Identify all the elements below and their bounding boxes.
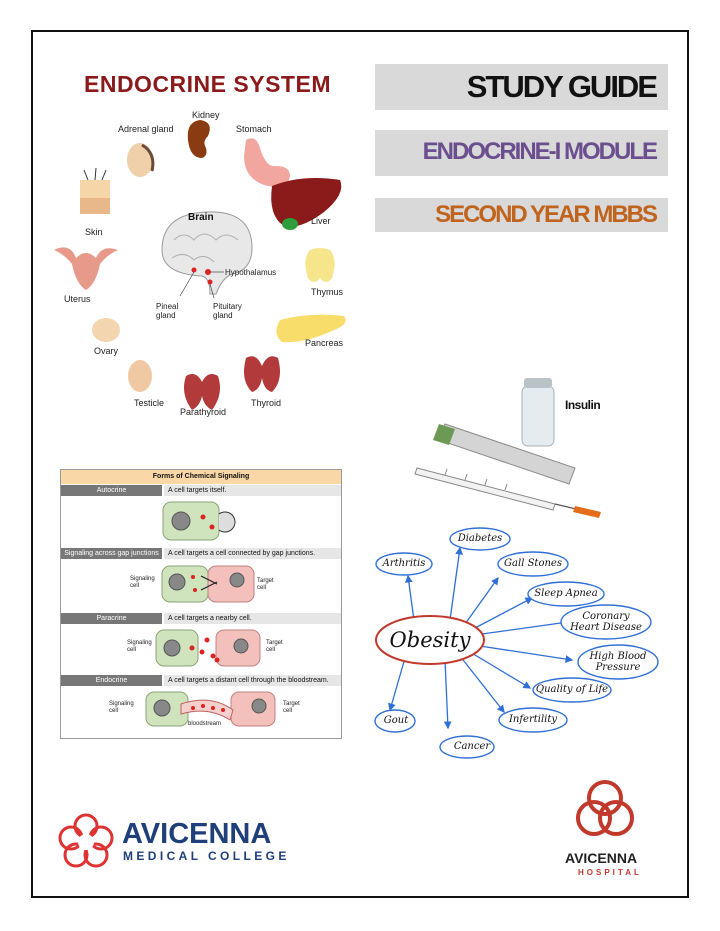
organ-label-ovary: Ovary: [94, 346, 119, 356]
bloodstream-label: bloodstream: [188, 721, 222, 727]
mindmap-item-sleep-apnea: Sleep Apnea: [534, 588, 598, 599]
signaling-cells-illustration: [145, 501, 276, 727]
chemical-signaling-table: Forms of Chemical Signaling Autocrine A …: [60, 469, 342, 739]
target-cell-label: Target cell: [257, 578, 274, 591]
avicenna-hospital-logo-icon: [576, 780, 634, 836]
organ-label-pancreas: Pancreas: [305, 338, 344, 348]
signaling-type: Signaling across gap junctions: [61, 548, 162, 559]
organ-label-testicle: Testicle: [134, 398, 165, 408]
pituitary-gland-label: Pituitary gland: [213, 302, 242, 320]
hospital-subtitle: HOSPITAL: [578, 868, 642, 877]
mindmap-item-gall-stones: Gall Stones: [504, 558, 562, 569]
mindmap-item-arthritis: Arthritis: [382, 558, 426, 569]
organ-label-adrenal: Adrenal gland: [118, 124, 174, 134]
signaling-type: Endocrine: [61, 675, 162, 686]
organ-label-stomach: Stomach: [236, 124, 272, 134]
hospital-name: AVICENNA: [565, 850, 638, 866]
endocrine-organs-illustration: [54, 120, 346, 410]
mindmap-item-cancer: Cancer: [453, 741, 491, 752]
mindmap-item-gout: Gout: [383, 715, 409, 726]
signaling-desc: A cell targets a cell connected by gap j…: [164, 548, 341, 559]
mindmap-item-high-blood-pressure: High Blood Pressure: [589, 651, 647, 673]
signaling-type: Autocrine: [61, 485, 162, 496]
target-cell-label: Target cell: [266, 640, 283, 653]
signaling-row: Endocrine A cell targets a distant cell …: [61, 675, 341, 686]
insulin-label: Insulin: [565, 398, 601, 412]
signaling-desc: A cell targets itself.: [164, 485, 341, 496]
target-cell-label: Target cell: [283, 701, 300, 714]
mindmap-item-diabetes: Diabetes: [457, 533, 503, 544]
organ-label-parathyroid: Parathyroid: [180, 407, 227, 417]
organ-label-kidney: Kidney: [192, 110, 220, 120]
signaling-cell-label: Signaling cell: [109, 701, 134, 714]
mindmap-item-quality-of-life: Quality of Life: [535, 684, 609, 695]
avicenna-college-logo-icon: [58, 813, 114, 868]
organ-label-liver: Liver: [311, 216, 331, 226]
mindmap-item-infertility: Infertility: [508, 714, 558, 725]
organ-label-thymus: Thymus: [311, 287, 344, 297]
mindmap-item-coronary-heart-disease: Coronary Heart Disease: [570, 611, 642, 633]
signaling-desc: A cell targets a distant cell through th…: [164, 675, 341, 686]
year-title: SECOND YEAR MBBS: [375, 198, 668, 232]
signaling-cell-label: Signaling cell: [130, 576, 155, 589]
insulin-pen-illustration: [414, 378, 601, 518]
brain-label: Brain: [188, 212, 214, 223]
study-guide-title: STUDY GUIDE: [375, 64, 668, 110]
organ-label-skin: Skin: [85, 227, 103, 237]
module-title: ENDOCRINE-I MODULE: [375, 130, 668, 176]
signaling-table-title: Forms of Chemical Signaling: [61, 470, 341, 484]
organ-label-uterus: Uterus: [64, 294, 91, 304]
signaling-row: Paracrine A cell targets a nearby cell.: [61, 613, 341, 624]
endocrine-system-title: ENDOCRINE SYSTEM: [84, 71, 331, 97]
mindmap-center-obesity: Obesity: [389, 628, 471, 652]
obesity-mindmap: [374, 527, 659, 759]
signaling-desc: A cell targets a nearby cell.: [164, 613, 341, 624]
pineal-gland-label: Pineal gland: [156, 302, 179, 320]
signaling-row: Autocrine A cell targets itself.: [61, 485, 341, 496]
signaling-type: Paracrine: [61, 613, 162, 624]
signaling-row: Signaling across gap junctions A cell ta…: [61, 548, 341, 559]
signaling-cell-label: Signaling cell: [127, 640, 152, 653]
college-name: AVICENNA: [122, 818, 272, 850]
organ-label-thyroid: Thyroid: [251, 398, 282, 408]
college-subtitle: MEDICAL COLLEGE: [123, 849, 290, 863]
hypothalamus-label: Hypothalamus: [225, 268, 277, 277]
page-border: [31, 30, 689, 898]
